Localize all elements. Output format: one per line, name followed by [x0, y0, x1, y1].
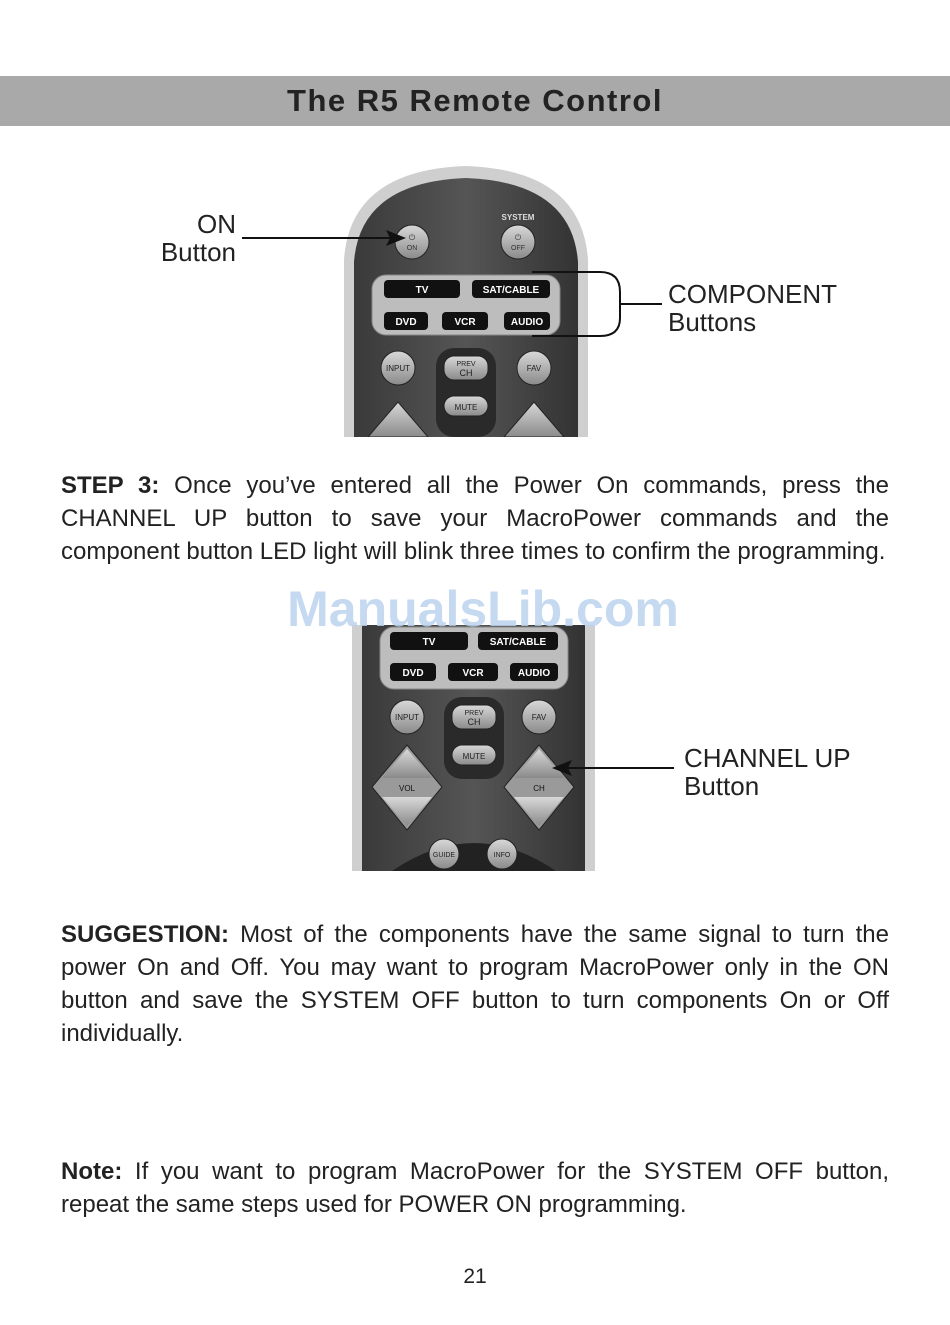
- mute-button[interactable]: [443, 395, 489, 417]
- remote-photo-top: ⏻ ON SYSTEM ⏻ OFF TV SAT/CABLE DVD VCR A…: [344, 166, 588, 437]
- page-number: 21: [463, 1265, 487, 1288]
- on-callout-line2: Button: [160, 237, 236, 267]
- component-callout-line2: Buttons: [668, 307, 757, 337]
- ch-rocker-label: CH: [533, 784, 545, 793]
- system-label: SYSTEM: [502, 213, 535, 222]
- input-button-label: INPUT: [386, 364, 410, 373]
- mute-button-label: MUTE: [455, 403, 478, 412]
- channel-up-callout-arrow: [552, 760, 674, 776]
- note-label: Note:: [61, 1158, 123, 1185]
- suggestion-text: Most of the components have the same sig…: [61, 921, 889, 1047]
- on-button-label: ON: [407, 245, 418, 252]
- component-callout-line1: COMPONENT: [668, 279, 837, 309]
- audio-button[interactable]: [504, 312, 550, 330]
- vol-down-button-2[interactable]: [382, 797, 432, 826]
- vcr-button-label: VCR: [454, 317, 476, 328]
- vcr-button-2-label: VCR: [462, 668, 484, 679]
- fav-button-2-label: FAV: [532, 713, 547, 722]
- tv-button-2[interactable]: [390, 632, 468, 650]
- ch-label: CH: [460, 368, 473, 378]
- dvd-button[interactable]: [384, 312, 428, 330]
- suggestion-paragraph: SUGGESTION: Most of the components have …: [61, 918, 889, 1050]
- page-title: The R5 Remote Control: [287, 83, 663, 118]
- remote-photo-middle: TV SAT/CABLE DVD VCR AUDIO INPUT PREV CH…: [352, 625, 595, 871]
- audio-button-2[interactable]: [510, 663, 558, 681]
- off-button-label: OFF: [511, 245, 525, 252]
- dvd-button-2[interactable]: [390, 663, 436, 681]
- prev-ch-button-2[interactable]: [451, 704, 497, 730]
- watermark: ManualsLib.com: [287, 581, 679, 637]
- mute-button-2-label: MUTE: [463, 752, 486, 761]
- prev-ch-button[interactable]: [443, 355, 489, 381]
- on-button-callout: ON Button: [150, 210, 236, 266]
- tv-button[interactable]: [384, 280, 460, 298]
- sat-cable-button[interactable]: [472, 280, 550, 298]
- channel-up-button[interactable]: [514, 749, 564, 778]
- mute-button-2[interactable]: [451, 744, 497, 766]
- info-button[interactable]: [486, 838, 518, 870]
- sat-cable-button-2[interactable]: [478, 632, 558, 650]
- dvd-button-2-label: DVD: [402, 668, 423, 679]
- step3-text: Once you’ve entered all the Power On com…: [61, 472, 889, 565]
- svg-text:⏻: ⏻: [409, 233, 416, 242]
- suggestion-label: SUGGESTION:: [61, 921, 230, 948]
- step3-paragraph: STEP 3: Once you’ve entered all the Powe…: [61, 469, 889, 568]
- vol-up-button[interactable]: [367, 401, 429, 437]
- guide-button-label: GUIDE: [433, 852, 456, 859]
- channel-down-button[interactable]: [514, 797, 564, 826]
- chup-callout-line2: Button: [684, 771, 760, 801]
- dvd-button-label: DVD: [395, 317, 416, 328]
- input-button-2-label: INPUT: [395, 713, 419, 722]
- fav-button[interactable]: [516, 350, 552, 386]
- page-header-bar: The R5 Remote Control: [0, 76, 950, 126]
- prev-label: PREV: [456, 361, 475, 368]
- component-buttons-callout: COMPONENT Buttons: [668, 280, 837, 336]
- note-text: If you want to program MacroPower for th…: [61, 1158, 889, 1218]
- fav-button-2[interactable]: [521, 699, 557, 735]
- svg-text:⏻: ⏻: [515, 233, 522, 242]
- prev-label-2: PREV: [464, 710, 483, 717]
- system-off-button[interactable]: [500, 224, 536, 260]
- tv-button-2-label: TV: [423, 637, 436, 648]
- vol-up-button-2[interactable]: [382, 749, 432, 778]
- input-button[interactable]: [380, 350, 416, 386]
- component-bracket: [532, 271, 662, 337]
- on-callout-line1: ON: [197, 209, 236, 239]
- step3-label: STEP 3:: [61, 472, 160, 499]
- input-button-2[interactable]: [389, 699, 425, 735]
- note-paragraph: Note: If you want to program MacroPower …: [61, 1155, 889, 1221]
- audio-button-2-label: AUDIO: [518, 668, 550, 679]
- tv-button-label: TV: [416, 285, 429, 296]
- sat-cable-button-label: SAT/CABLE: [483, 285, 540, 296]
- info-button-label: INFO: [494, 852, 511, 859]
- ch-label-2: CH: [468, 717, 481, 727]
- on-callout-arrow: [242, 230, 406, 246]
- vcr-button-2[interactable]: [448, 663, 498, 681]
- sat-cable-button-2-label: SAT/CABLE: [490, 637, 547, 648]
- ch-up-button[interactable]: [503, 401, 565, 437]
- audio-button-label: AUDIO: [511, 317, 543, 328]
- guide-button[interactable]: [428, 838, 460, 870]
- fav-button-label: FAV: [527, 364, 542, 373]
- chup-callout-line1: CHANNEL UP: [684, 743, 851, 773]
- channel-up-callout: CHANNEL UP Button: [684, 744, 851, 800]
- vol-label: VOL: [399, 784, 416, 793]
- vcr-button[interactable]: [442, 312, 488, 330]
